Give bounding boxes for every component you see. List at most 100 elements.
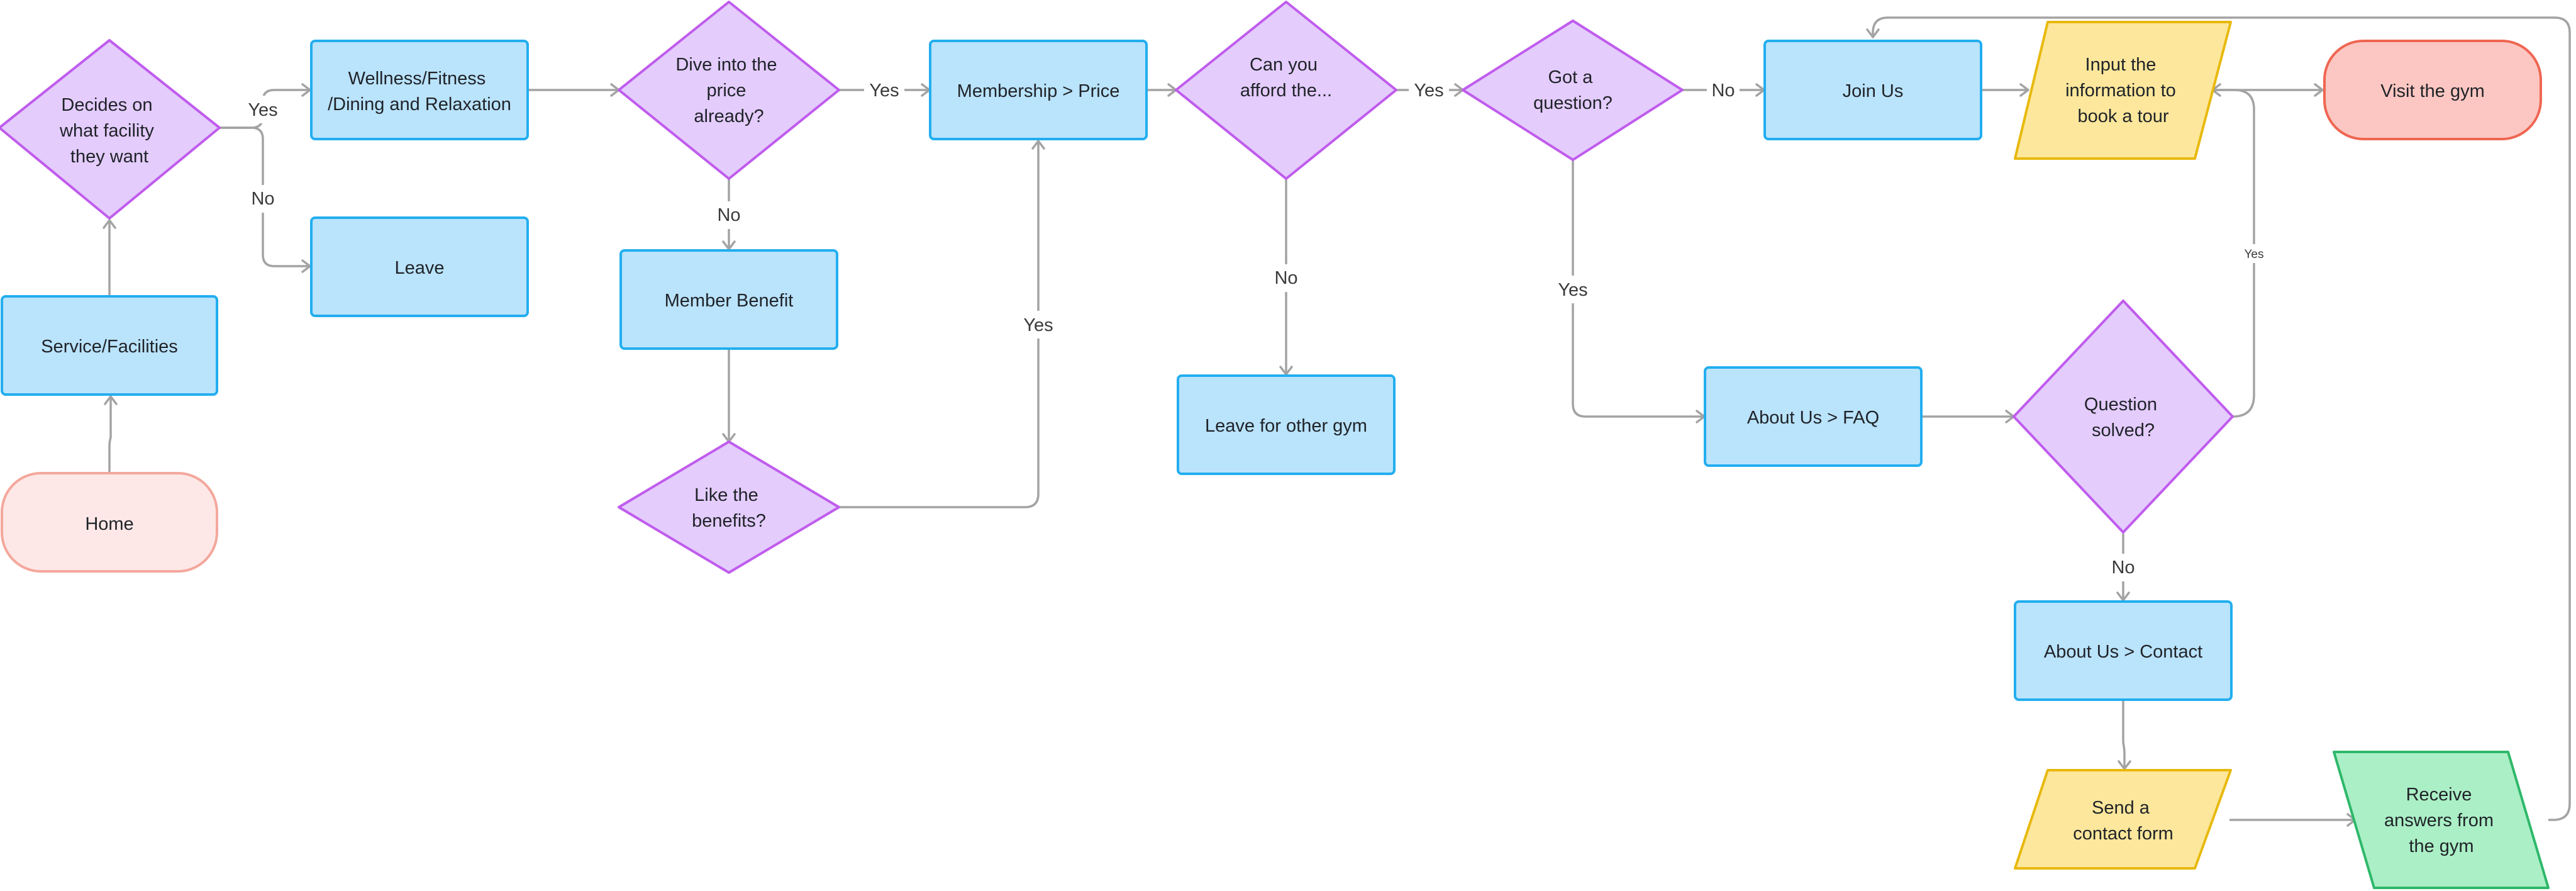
node-label: Member Benefit (665, 291, 794, 311)
decision-shape (618, 1, 840, 180)
process-shape (619, 249, 838, 350)
wellness-fitness-node[interactable]: Wellness/Fitness /Dining and Relaxation (310, 40, 529, 140)
edge-label-solved-yes: Yes (2245, 248, 2264, 261)
process-shape (310, 216, 529, 317)
label-line: /Dining and Relaxation (328, 94, 511, 115)
afford-decision[interactable]: Can you afford the... (1175, 1, 1397, 180)
member-benefit-node[interactable]: Member Benefit (619, 249, 838, 350)
node-label: Service/Facilities (41, 337, 178, 357)
edge-label-solved-no: No (2111, 558, 2135, 578)
label-line: afford the... (1240, 81, 1332, 101)
membership-price-node[interactable]: Membership > Price (929, 40, 1148, 140)
node-label: Can you afford the... (1240, 55, 1332, 101)
send-contact-form-node[interactable]: Send a contact form (2014, 769, 2232, 870)
edge-label-decides-no: No (251, 189, 274, 209)
edge-home-to-service (108, 396, 112, 472)
edge-label-bg (2241, 244, 2267, 263)
node-label: Input the information to book a tour (2065, 55, 2181, 126)
edge-label-bg (864, 77, 904, 104)
like-benefits-decision[interactable]: Like the benefits? (618, 440, 840, 574)
arrowhead (1866, 28, 1880, 38)
decision-shape (0, 39, 221, 220)
label-line: book a tour (2077, 106, 2168, 126)
edge-label-dive-yes: Yes (869, 81, 899, 101)
label-line: already? (694, 106, 763, 126)
label-line: question? (1533, 93, 1613, 113)
node-label: Like the benefits? (692, 485, 766, 531)
node-label: Decides on what facility they want (59, 95, 159, 167)
node-label: Send a contact form (2073, 798, 2174, 844)
node-label: Leave (394, 258, 444, 278)
leave-node[interactable]: Leave (310, 216, 529, 317)
input-information-node[interactable]: Input the information to book a tour (2014, 21, 2232, 160)
label-line: Got a (1548, 67, 1594, 87)
edge-label-bg (1409, 77, 1449, 104)
process-shape (1704, 366, 1923, 467)
label-line: contact form (2073, 824, 2174, 844)
question-solved-decision[interactable]: Question solved? (2012, 300, 2234, 534)
label-line: information to (2065, 81, 2176, 101)
label-line: the gym (2409, 836, 2473, 856)
node-label: About Us > FAQ (1747, 408, 1879, 428)
label-line: Like the (694, 485, 758, 505)
label-line: Send a (2092, 798, 2150, 818)
io-shape (2333, 751, 2550, 889)
process-shape (2014, 600, 2233, 701)
receive-answers-node[interactable]: Receive answers from the gym (2333, 751, 2550, 889)
edge-label-afford-no: No (1274, 268, 1297, 288)
node-label: Membership > Price (957, 81, 1120, 101)
leave-other-gym-node[interactable]: Leave for other gym (1177, 374, 1396, 475)
edge-label-decides-yes: Yes (248, 100, 277, 120)
edge-receive-to-join (1872, 16, 2571, 821)
decision-shape (1175, 1, 1397, 180)
edge-label-dive-no: No (717, 205, 740, 225)
decides-facility-decision[interactable]: Decides on what facility they want (0, 39, 221, 220)
decision-shape (1462, 20, 1684, 161)
dive-into-price-decision[interactable]: Dive into the price already? (618, 1, 840, 180)
arrowhead (103, 219, 116, 229)
node-label: Leave for other gym (1205, 416, 1367, 436)
terminator-shape (2323, 40, 2542, 140)
edge-label-bg (714, 201, 744, 229)
node-label: Visit the gym (2380, 81, 2484, 101)
edge-label-bg (1553, 276, 1593, 303)
label-line: price (707, 81, 747, 101)
node-label: Home (85, 514, 133, 534)
edge-label-like-yes: Yes (1023, 315, 1053, 335)
label-line: solved? (2092, 420, 2155, 440)
label-line: Input the (2085, 55, 2157, 75)
edge-labels: Yes No Yes No Yes Yes No No Yes Yes No (244, 77, 2267, 581)
label-line: Can you (1250, 55, 1318, 75)
about-faq-node[interactable]: About Us > FAQ (1704, 366, 1923, 467)
edge-label-bg (248, 185, 278, 213)
label-line: Decides on (61, 95, 152, 115)
service-facilities-node[interactable]: Service/Facilities (1, 295, 218, 396)
edge-label-bg (1271, 264, 1301, 292)
about-contact-node[interactable]: About Us > Contact (2014, 600, 2233, 701)
arrowhead (2314, 83, 2324, 97)
edge-label-bg (1018, 311, 1058, 339)
arrowhead (1031, 140, 1045, 150)
io-shape (2014, 769, 2232, 870)
node-label: Receive answers from the gym (2384, 785, 2499, 856)
label-line: answers from (2384, 810, 2494, 831)
decision-shape (2012, 300, 2234, 534)
join-us-node[interactable]: Join Us (1763, 40, 1982, 140)
label-line: Question (2084, 395, 2157, 415)
got-question-decision[interactable]: Got a question? (1462, 20, 1684, 161)
io-shape (2014, 21, 2232, 160)
arrowhead (2019, 83, 2029, 97)
label-line: benefits? (692, 511, 766, 531)
visit-gym-node[interactable]: Visit the gym (2323, 40, 2542, 140)
node-label: Join Us (1843, 81, 1904, 101)
process-shape (929, 40, 1148, 140)
label-line: Dive into the (675, 55, 777, 75)
home-node[interactable]: Home (1, 472, 218, 573)
label-line: Wellness/Fitness (348, 69, 486, 89)
edge-solved-to-input (2212, 89, 2255, 418)
edge-label-question-yes: Yes (1558, 280, 1587, 300)
label-line: what facility (59, 121, 154, 141)
label-line: Receive (2406, 785, 2472, 805)
terminator-shape (1, 472, 218, 573)
